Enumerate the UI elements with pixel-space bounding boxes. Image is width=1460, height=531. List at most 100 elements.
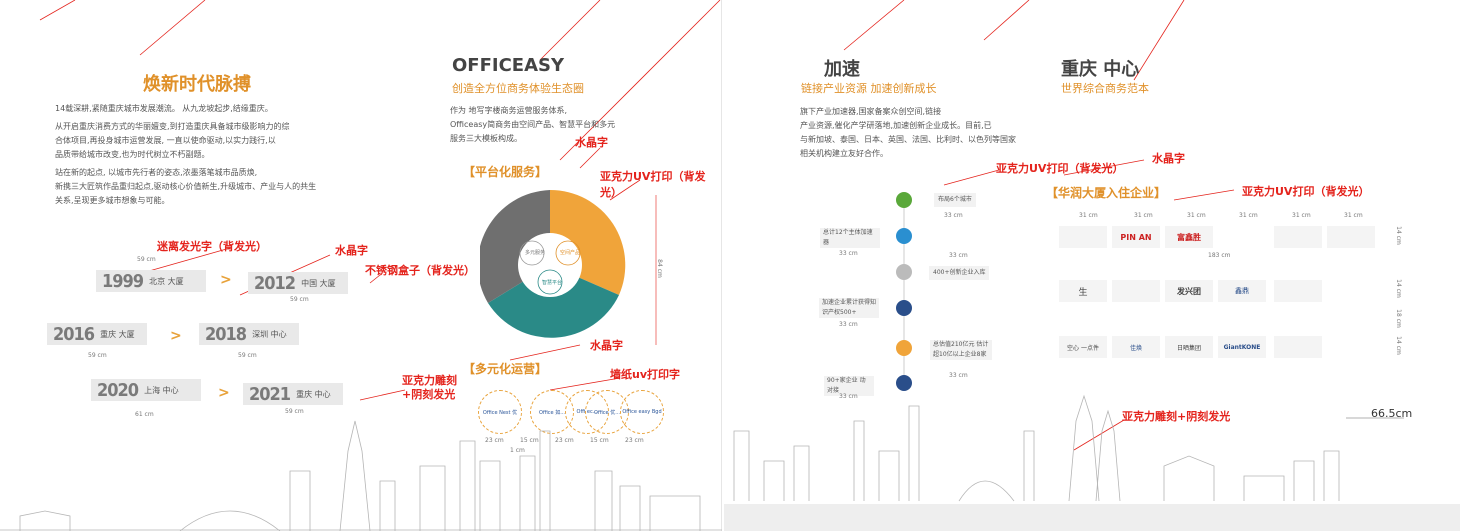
chart-icon <box>896 340 912 356</box>
timeline-dim: 59 cm <box>88 352 107 359</box>
city-icon <box>896 192 912 208</box>
timeline-year: 1999 <box>102 270 144 292</box>
label-wallpaper: 墙纸uv打印字 <box>610 368 681 381</box>
diverse-tag: 【多元化运营】 <box>463 362 548 376</box>
label-uv-2: 亚克力UV打印（背发光） <box>1242 185 1370 198</box>
tenant-logo <box>1274 280 1322 302</box>
label-crystal-2: 水晶字 <box>335 244 368 257</box>
left-intro: 14载深耕,紧随重庆城市发展潮流。 从九龙坡起步,结缘重庆。 从开启重庆消费方式… <box>55 102 355 208</box>
label-acrylic: 亚克力雕刻 <box>402 374 457 387</box>
stat-item: 400+创新企业入库 <box>929 266 990 280</box>
pie-label-service: 多元服务 <box>525 250 546 256</box>
dim-183: 183 cm <box>1208 252 1231 259</box>
dim-big: 66.5cm <box>1371 407 1413 420</box>
intro-line: 站在新的起点, 以城市先行者的姿态,浓墨落笔城市品质焕, <box>55 168 258 177</box>
timeline-text: 重庆 大厦 <box>100 329 135 339</box>
label-uv: 亚克力UV打印（背发光） <box>996 162 1124 175</box>
link-icon <box>896 228 912 244</box>
tenant-logo: 鑫鼎 <box>1218 280 1266 302</box>
tenant-tag: 【华润大厦入住企业】 <box>1046 186 1167 200</box>
timeline-year: 2018 <box>205 323 247 345</box>
tenant-logo: 空心 一点件 <box>1059 336 1107 358</box>
intro-line: 新携三大匠筑作品重归起点,驱动核心价值新生,升级城市、产业与人的共生 <box>55 182 317 191</box>
intro-line: 14载深耕,紧随重庆城市发展潮流。 从九龙坡起步,结缘重庆。 <box>55 104 273 113</box>
tenant-logo: 佳焕 <box>1112 336 1160 358</box>
stat-dim: 33 cm <box>839 393 858 400</box>
officeasy-line: 服务三大模板构成。 <box>450 134 522 143</box>
dim-15-a: 15 cm <box>520 437 539 444</box>
stat-dim: 33 cm <box>949 252 968 259</box>
left-title: 焕新时代脉搏 <box>143 74 251 95</box>
timeline-item: 2012 中国 大厦 <box>248 272 348 294</box>
stat-item: 90+家企业 动对接 <box>824 376 874 396</box>
tenant-logo: 生 <box>1059 280 1107 302</box>
dim-31: 31 cm <box>1079 212 1098 219</box>
dim-31: 31 cm <box>1292 212 1311 219</box>
timeline-year: 2012 <box>254 272 296 294</box>
handshake-icon <box>896 375 912 391</box>
timeline-arrow: > <box>218 385 230 401</box>
tenant-logo <box>1327 226 1375 248</box>
platform-tag: 【平台化服务】 <box>463 165 548 179</box>
tenant-logo: PIN AN <box>1112 226 1160 248</box>
timeline-text: 深圳 中心 <box>252 329 287 339</box>
timeline-dim: 59 cm <box>290 296 309 303</box>
label-crystal: 水晶字 <box>1152 152 1185 165</box>
officeasy-line: Officeasy简商务由空间产品、智慧平台和多元 <box>450 120 616 129</box>
timeline-text: 上海 中心 <box>144 385 179 395</box>
dim-31: 31 cm <box>1134 212 1153 219</box>
dim-23-c: 23 cm <box>625 437 644 444</box>
timeline-dim: 59 cm <box>285 408 304 415</box>
timeline-dim: 59 cm <box>137 256 156 263</box>
accel-subtitle: 链接产业资源 加速创新成长 <box>801 82 937 95</box>
label-crystal-3: 水晶字 <box>590 339 623 352</box>
officeasy-line: 作为 地写字楼商务运营服务体系, <box>450 106 568 115</box>
timeline-item: 1999 北京 大厦 <box>96 270 206 292</box>
pie-slice-smart <box>488 265 619 338</box>
timeline-item: 2020 上海 中心 <box>91 379 201 401</box>
label-steel: 不锈钢盒子（背发光） <box>365 264 475 277</box>
right-panel: 加速 链接产业资源 加速创新成长 旗下产业加速器,国家备案众创空间,链接 产业资… <box>724 0 1460 531</box>
timeline-arrow: > <box>170 328 182 344</box>
skyline-right <box>724 394 1460 531</box>
intro-line: 从开启重庆消费方式的华丽嬗变,到打造重庆具备城市级影响力的综 <box>55 122 290 131</box>
stat-dim: 33 cm <box>944 212 963 219</box>
tenant-logo: GiantKONE <box>1218 336 1266 358</box>
tenant-logo <box>1112 280 1160 302</box>
pie-label-space: 空间产品 <box>560 250 581 256</box>
office-circle: Office easy Bgd <box>620 390 664 434</box>
stat-dim: 33 cm <box>839 321 858 328</box>
star-icon <box>896 300 912 316</box>
dim-1: 1 cm <box>510 447 525 454</box>
accel-line: 相关机构建立友好合作。 <box>800 149 888 158</box>
timeline-dim: 59 cm <box>238 352 257 359</box>
officeasy-title: OFFICEASY <box>452 55 565 76</box>
left-panel: 焕新时代脉搏 14载深耕,紧随重庆城市发展潮流。 从九龙坡起步,结缘重庆。 从开… <box>0 0 722 531</box>
tenant-logo <box>1274 336 1322 358</box>
dim-15-b: 15 cm <box>590 437 609 444</box>
dim-31: 31 cm <box>1187 212 1206 219</box>
label-acrylic-right: 亚克力雕刻+阴刻发光 <box>1122 410 1231 423</box>
stat-item: 加速企业累计获得知识产权500+ <box>819 298 879 318</box>
tenant-logo: 发兴团 <box>1165 280 1213 302</box>
timeline-dim: 61 cm <box>135 411 154 418</box>
timeline-year: 2016 <box>53 323 95 345</box>
intro-line: 品质带给城市改变,也为时代树立不朽副题。 <box>55 150 210 159</box>
stat-item: 总估值210亿元 估计超10亿以上企业8家 <box>930 340 992 360</box>
tenant-logo <box>1059 226 1107 248</box>
tenant-logo: 富鑫胜 <box>1165 226 1213 248</box>
officeasy-subtitle: 创造全方位商务体验生态圈 <box>452 82 584 95</box>
dim-31: 31 cm <box>1344 212 1363 219</box>
dim-14: 14 cm <box>1394 226 1402 245</box>
building-icon <box>896 264 912 280</box>
dim-14: 14 cm <box>1394 336 1402 355</box>
dim-23-b: 23 cm <box>555 437 574 444</box>
skyline-left <box>0 420 722 531</box>
timeline-year: 2021 <box>249 383 291 405</box>
label-uv-1: 亚克力UV打印（背发光） <box>600 170 706 199</box>
service-pie <box>480 189 626 338</box>
intro-line: 关系,呈现更多城市想象与可能。 <box>55 196 170 205</box>
center-title: 重庆 中心 <box>1061 59 1140 80</box>
dim-31: 31 cm <box>1239 212 1258 219</box>
accel-body: 旗下产业加速器,国家备案众创空间,链接 产业资源,催化产学研落地,加速创新企业成… <box>800 105 1040 161</box>
